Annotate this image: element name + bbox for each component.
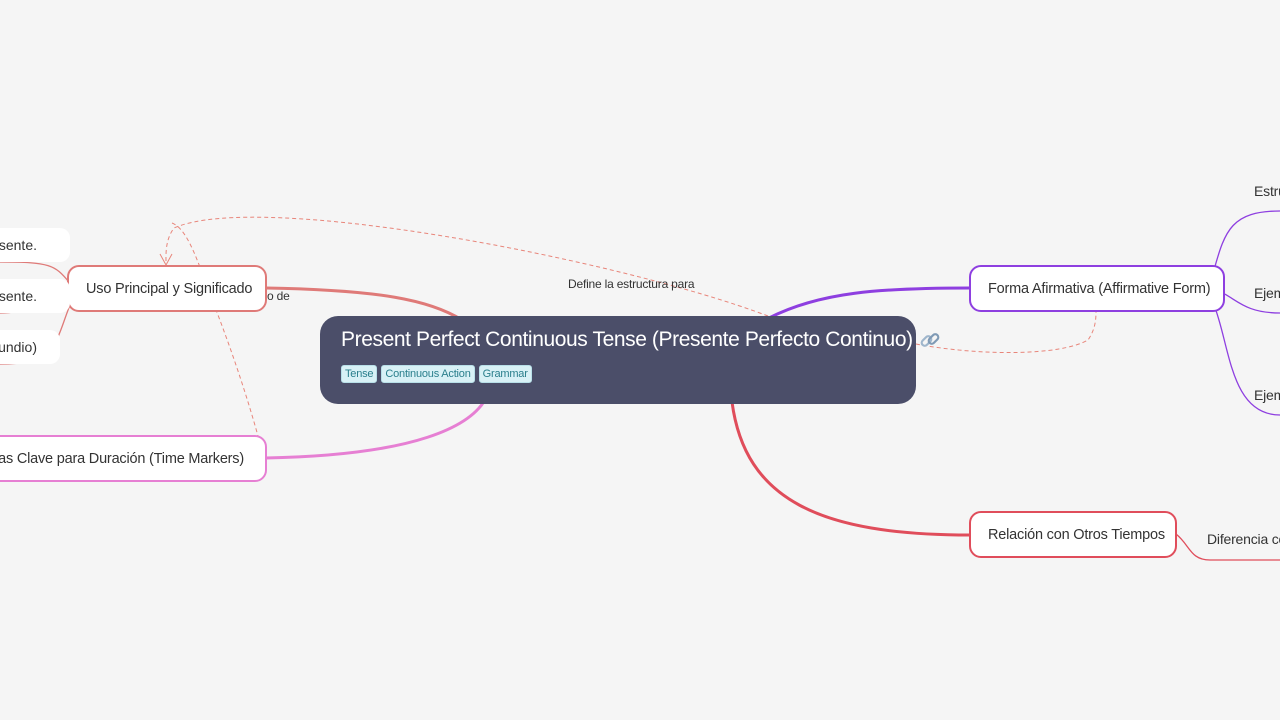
central-topic[interactable]: Present Perfect Continuous Tense (Presen… bbox=[320, 316, 940, 404]
child-line-rel-1 bbox=[1175, 533, 1280, 561]
subtopic-afirmativa-2[interactable]: Ejem bbox=[1254, 285, 1280, 301]
child-line-uso-1 bbox=[0, 261, 70, 283]
topic-label: abras Clave para Duración (Time Markers) bbox=[0, 450, 244, 467]
subtopic-label: sente. bbox=[0, 237, 37, 253]
subtopic-uso-1[interactable]: sente. bbox=[0, 228, 70, 262]
topic-time-markers[interactable]: abras Clave para Duración (Time Markers) bbox=[0, 435, 267, 482]
relationship-line-2 bbox=[171, 222, 259, 437]
subtopic-afirmativa-3[interactable]: Ejem bbox=[1254, 387, 1280, 403]
child-line-af-3 bbox=[1213, 304, 1280, 416]
topic-relacion-tiempos[interactable]: Relación con Otros Tiempos bbox=[969, 511, 1177, 558]
tag-list: Tense Continuous Action Grammar bbox=[341, 365, 896, 383]
partial-edge-label: o de bbox=[267, 289, 290, 303]
subtopic-afirmativa-1[interactable]: Estru bbox=[1254, 183, 1280, 199]
topic-forma-afirmativa[interactable]: Forma Afirmativa (Affirmative Form) bbox=[969, 265, 1225, 312]
subtopic-label: sente. bbox=[0, 288, 37, 304]
subtopic-relacion-1[interactable]: Diferencia co bbox=[1207, 531, 1280, 547]
branch-line-relacion bbox=[730, 401, 971, 537]
topic-label: Relación con Otros Tiempos bbox=[988, 526, 1165, 543]
branch-line-uso bbox=[265, 286, 463, 322]
topic-label: Uso Principal y Significado bbox=[86, 280, 253, 297]
tag[interactable]: Continuous Action bbox=[381, 365, 475, 383]
branch-line-time-markers bbox=[265, 399, 487, 460]
link-icon[interactable] bbox=[919, 329, 941, 351]
topic-uso-principal[interactable]: Uso Principal y Significado bbox=[67, 265, 267, 312]
relationship-line bbox=[165, 216, 769, 317]
relationship-label[interactable]: Define la estructura para bbox=[568, 277, 695, 291]
subtopic-uso-2[interactable]: sente. bbox=[0, 279, 70, 313]
topic-label: Forma Afirmativa (Affirmative Form) bbox=[988, 280, 1211, 297]
relationship-line-3 bbox=[915, 311, 1097, 354]
tag[interactable]: Tense bbox=[341, 365, 378, 383]
tag[interactable]: Grammar bbox=[478, 365, 532, 383]
subtopic-label: undio) bbox=[0, 339, 37, 355]
branch-line-afirmativa bbox=[768, 286, 971, 320]
central-title: Present Perfect Continuous Tense (Presen… bbox=[341, 328, 913, 351]
child-line-af-1 bbox=[1213, 210, 1280, 271]
subtopic-uso-3[interactable]: undio) bbox=[0, 330, 60, 364]
